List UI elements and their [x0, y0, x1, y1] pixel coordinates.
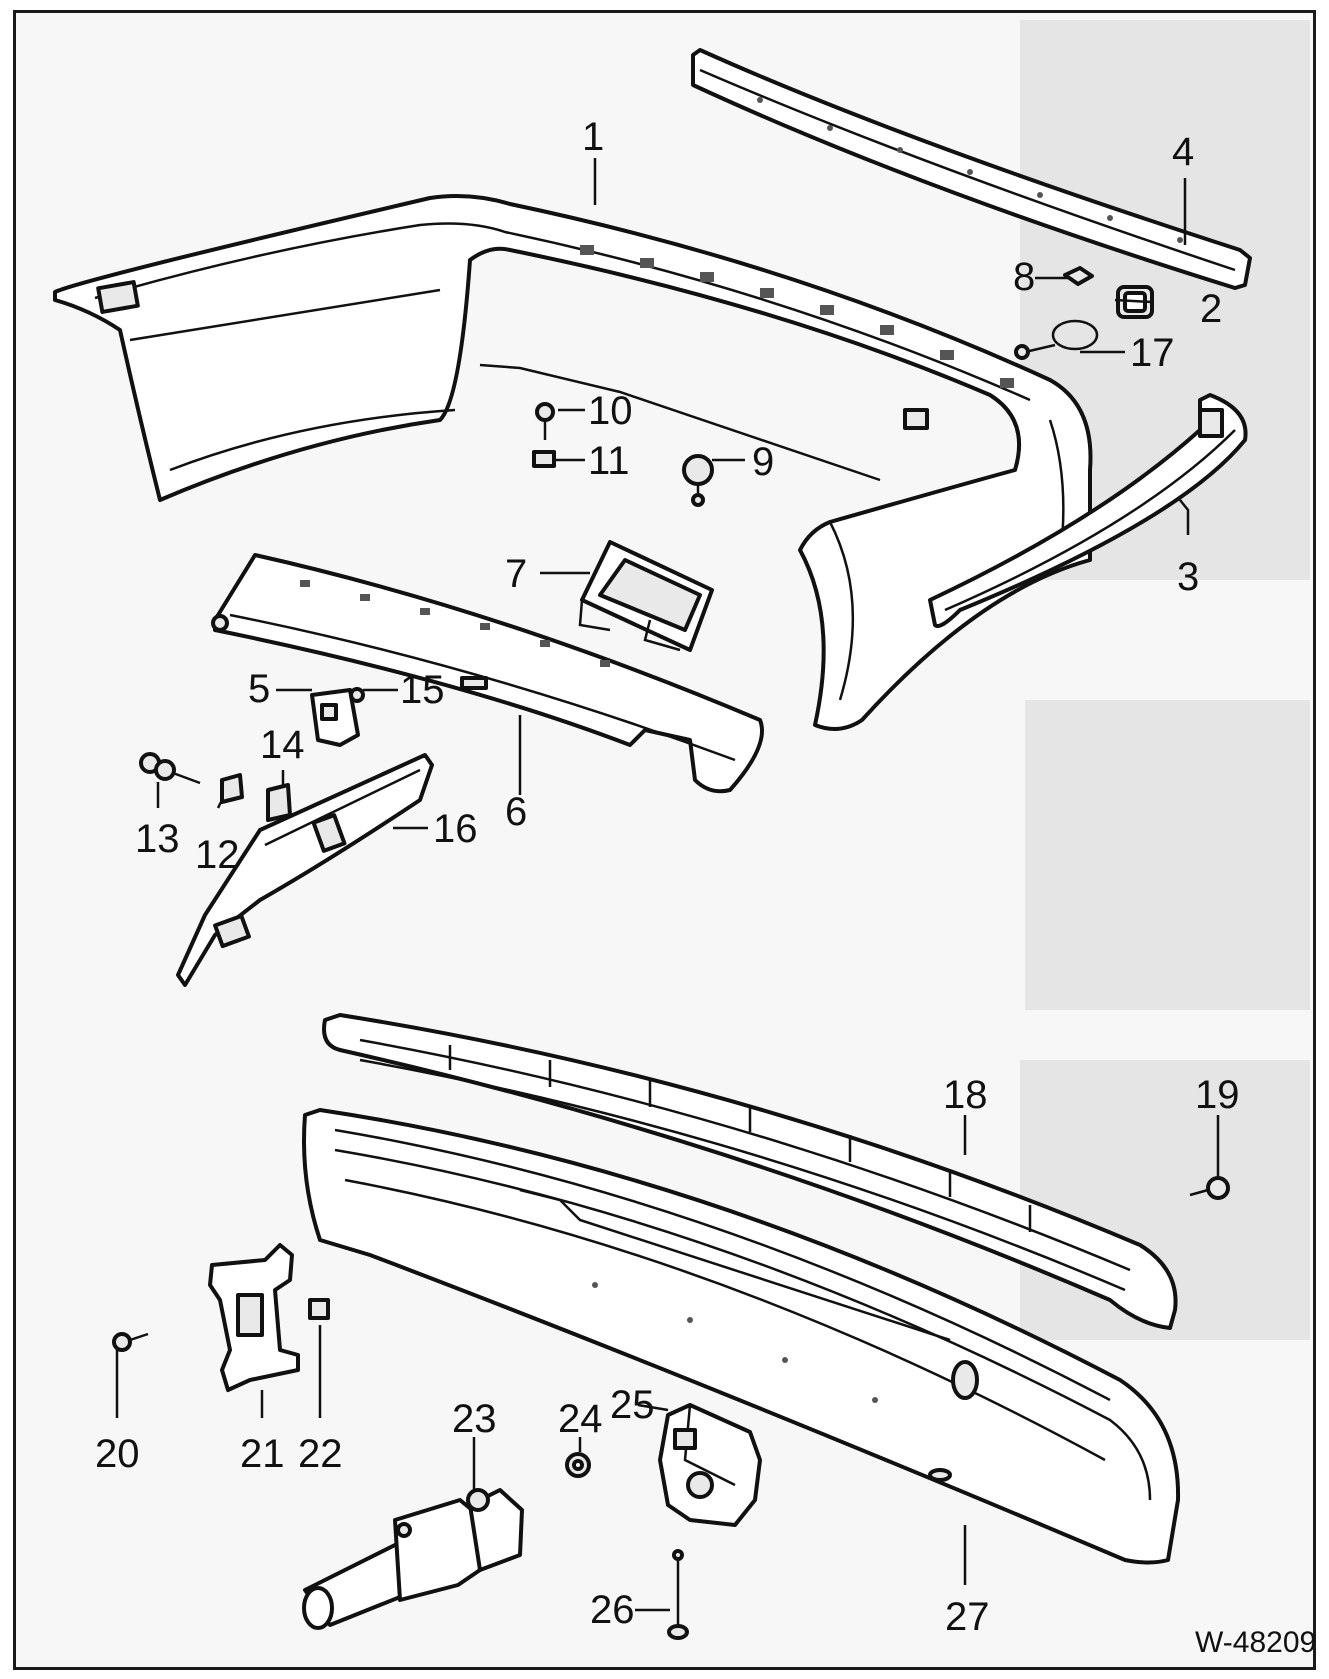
part-8-push-clip [1063, 266, 1094, 286]
part-25-mount [658, 1403, 762, 1527]
part-6-lower-valance [211, 553, 764, 794]
callout-6: 6 [505, 790, 527, 834]
part-16-side-guide [176, 753, 434, 987]
part-1-bumper-cover [53, 194, 1093, 731]
callout-12: 12 [195, 833, 240, 877]
leader-lines [115, 158, 1220, 1612]
callout-16: 16 [433, 807, 478, 851]
callout-13: 13 [135, 817, 180, 861]
callout-18: 18 [943, 1073, 988, 1117]
callout-24: 24 [558, 1397, 603, 1441]
callout-23: 23 [452, 1397, 497, 1441]
part-4-trim-strip [691, 48, 1252, 290]
part-7-lamp-housing [578, 540, 714, 652]
part-14-clip [266, 783, 292, 822]
part-15-clip [349, 687, 365, 703]
part-5-bracket [310, 688, 360, 747]
callout-7: 7 [505, 552, 527, 596]
callout-26: 26 [590, 1588, 635, 1632]
callout-27: 27 [945, 1595, 990, 1639]
part-10-screw [535, 402, 555, 440]
callout-22: 22 [298, 1432, 343, 1476]
part-23-impact-absorber [302, 1488, 524, 1630]
callout-1: 1 [582, 115, 604, 159]
callout-21: 21 [240, 1432, 285, 1476]
part-19-bolt [1189, 1176, 1230, 1200]
part-11-nut [532, 450, 556, 468]
part-21-bracket [208, 1243, 300, 1392]
callout-9: 9 [752, 440, 774, 484]
callout-11: 11 [588, 439, 630, 483]
part-27-reinforcement [302, 1108, 1181, 1565]
callout-8: 8 [1013, 255, 1035, 299]
callout-5: 5 [248, 667, 270, 711]
callout-17: 17 [1130, 331, 1175, 375]
callout-10: 10 [588, 389, 633, 433]
drawing-reference: W-48209 [1195, 1626, 1316, 1659]
callout-2: 2 [1200, 287, 1222, 331]
part-18-energy-absorber [322, 1013, 1178, 1330]
part-17-cable [1014, 319, 1099, 360]
callout-3: 3 [1177, 555, 1199, 599]
callout-25: 25 [610, 1383, 655, 1427]
callout-labels: 1 2 3 4 5 6 7 8 9 10 11 12 13 14 15 16 1… [95, 115, 1240, 1639]
part-20-bolt [112, 1332, 149, 1352]
part-3-side-trim [928, 393, 1248, 628]
part-13-bolt [139, 752, 201, 785]
part-12-clip [220, 773, 244, 804]
callout-15: 15 [400, 668, 445, 712]
part-9-expanding-rivet [682, 454, 714, 507]
background-shade-mid [1025, 700, 1310, 1010]
part-22-nut [308, 1298, 330, 1320]
callout-14: 14 [260, 723, 305, 767]
callout-20: 20 [95, 1432, 140, 1476]
part-26-bolt [667, 1549, 689, 1640]
callout-4: 4 [1172, 130, 1194, 174]
callout-19: 19 [1195, 1073, 1240, 1117]
part-24-nut [565, 1452, 591, 1478]
